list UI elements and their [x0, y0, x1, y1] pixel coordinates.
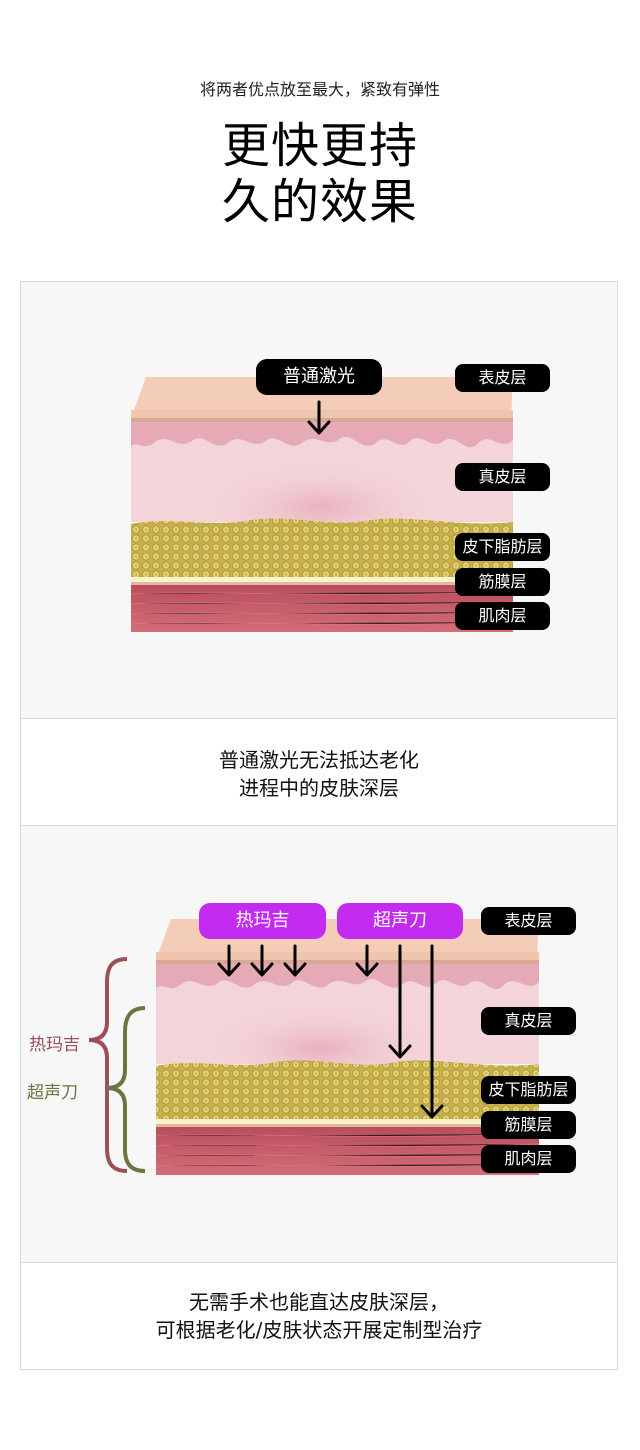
- fascia-layer: [156, 1119, 539, 1124]
- layer-tag-fat: 皮下脂肪层: [455, 533, 550, 561]
- epidermis-line: [156, 960, 539, 964]
- skin-diagram-combined: [88, 919, 540, 1175]
- down-arrow-icon: [283, 944, 307, 977]
- caption-combined-line-2: 可根据老化/皮肤状态开展定制型治疗: [155, 1318, 483, 1342]
- panel-thermage-ultherapy: 热玛吉 超声刀 表皮层 真皮层 皮下脂肪层 筋膜层 肌肉层 热玛吉 超声刀: [20, 826, 618, 1263]
- headline-line-2: 久的效果: [221, 174, 418, 230]
- layer-tag-muscle: 肌肉层: [481, 1145, 576, 1173]
- down-arrow-icon: [355, 944, 379, 977]
- fat-layer: [156, 1060, 539, 1120]
- caption-laser-line-1: 普通激光无法抵达老化: [219, 748, 419, 772]
- caption-laser-line-2: 进程中的皮肤深层: [239, 776, 399, 800]
- down-arrow-icon: [217, 944, 241, 977]
- dermis-wave: [131, 422, 513, 448]
- down-arrow-icon: [307, 400, 331, 435]
- layer-tag-fascia: 筋膜层: [481, 1111, 576, 1139]
- muscle-fibers: [155, 1133, 540, 1167]
- dermis-wave: [156, 964, 539, 990]
- muscle-fibers: [130, 591, 514, 625]
- caption-laser: 普通激光无法抵达老化 进程中的皮肤深层: [20, 719, 618, 826]
- subtitle: 将两者优点放至最大，紧致有弹性: [199, 80, 440, 99]
- method-label-ultherapy: 超声刀: [337, 903, 463, 939]
- method-label-thermage: 热玛吉: [199, 903, 326, 939]
- layer-tag-muscle: 肌肉层: [455, 602, 550, 630]
- brace-thermage: [88, 957, 128, 1173]
- epidermis-top: [131, 377, 513, 418]
- layer-tag-epidermis: 表皮层: [481, 907, 576, 935]
- down-arrow-icon: [420, 944, 444, 1119]
- fascia-line: [156, 1124, 539, 1127]
- epidermis-line: [131, 418, 513, 422]
- layer-tag-fascia: 筋膜层: [455, 568, 550, 596]
- headline: 更快更持 久的效果: [0, 118, 640, 230]
- brace-label-thermage: 热玛吉: [29, 1035, 80, 1055]
- brace-label-ultherapy: 超声刀: [27, 1083, 78, 1103]
- fascia-layer: [131, 577, 513, 582]
- layer-tag-dermis: 真皮层: [455, 463, 550, 491]
- layer-tag-dermis: 真皮层: [481, 1007, 576, 1035]
- caption-combined-line-1: 无需手术也能直达皮肤深层，: [189, 1290, 449, 1314]
- brace-ultherapy: [106, 1006, 146, 1173]
- caption-combined: 无需手术也能直达皮肤深层， 可根据老化/皮肤状态开展定制型治疗: [20, 1263, 618, 1370]
- fat-layer: [131, 518, 513, 578]
- down-arrow-icon: [250, 944, 274, 977]
- fascia-line: [131, 582, 513, 585]
- skin-diagram-laser: [130, 377, 514, 632]
- panel-laser: 普通激光 表皮层 真皮层 皮下脂肪层 筋膜层 肌肉层: [20, 281, 618, 719]
- down-arrow-icon: [388, 944, 412, 1059]
- layer-tag-fat: 皮下脂肪层: [481, 1076, 576, 1104]
- method-label-laser: 普通激光: [256, 359, 382, 395]
- headline-line-1: 更快更持: [221, 118, 418, 174]
- layer-tag-epidermis: 表皮层: [455, 364, 550, 392]
